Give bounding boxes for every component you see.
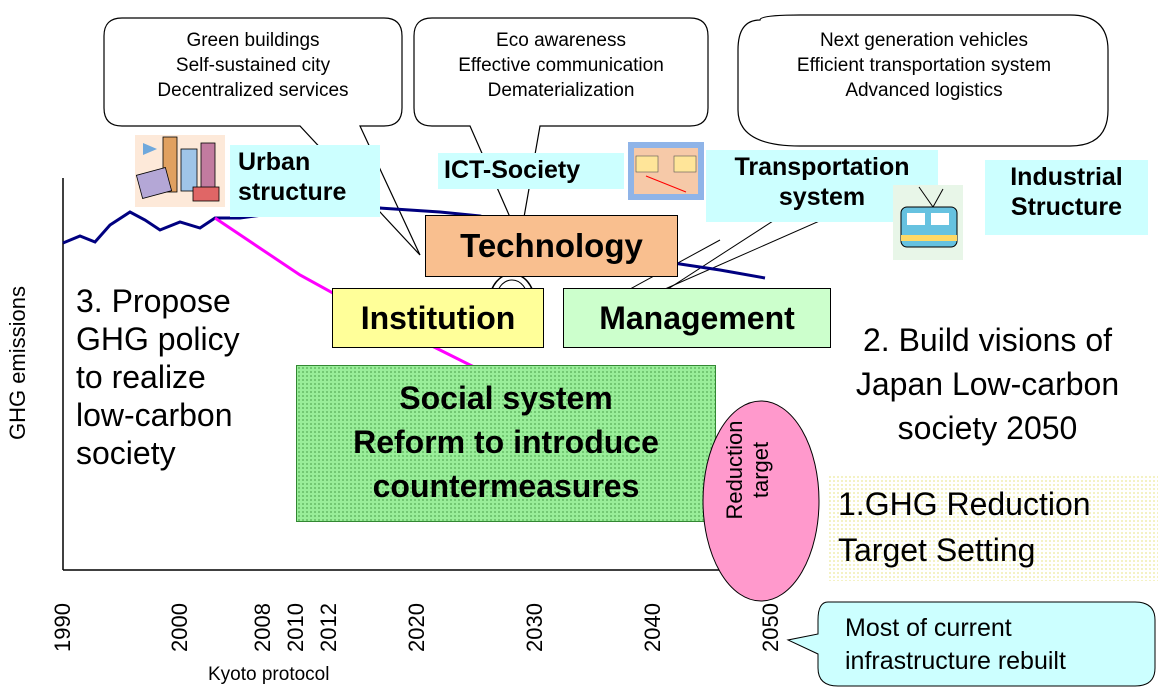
year-tick-2012: 2012 (316, 603, 341, 652)
year-tick-2000: 2000 (167, 603, 192, 652)
step1-line-1: 1.GHG Reduction (838, 486, 1091, 522)
reduction-target-line-2: target (748, 441, 773, 499)
year-tick-2010: 2010 (283, 603, 308, 652)
year-tick-2020: 2020 (404, 603, 429, 652)
bubble-ict: Eco awareness Effective communication De… (414, 28, 708, 103)
bubble-urban-line-3: Decentralized services (157, 80, 349, 101)
step3-line-3: to realize (76, 359, 206, 395)
reduction-target-label: Reduction target (722, 400, 774, 540)
category-industrial-line-1: Industrial (1010, 163, 1123, 191)
step2-text: 2. Build visions of Japan Low-carbon soc… (815, 318, 1160, 450)
category-transport-line-1: Transportation (734, 153, 910, 181)
reduction-target-line-1: Reduction (722, 420, 747, 520)
bubble-ict-line-1: Eco awareness (496, 30, 626, 51)
pillar-institution: Institution (332, 288, 544, 348)
bubble-transport: Next generation vehicles Efficient trans… (740, 28, 1108, 103)
pillar-management: Management (563, 288, 831, 348)
category-ict-label: ICT-Society (444, 156, 581, 184)
y-axis-label: GHG emissions (5, 285, 30, 441)
social-system-box: Social system Reform to introduce counte… (296, 365, 716, 522)
year-tick-1990: 1990 (50, 603, 75, 652)
pillar-technology-label: Technology (460, 227, 643, 264)
step3-line-1: 3. Propose (76, 283, 231, 319)
category-urban-line-2: structure (238, 178, 347, 206)
city-icon (135, 135, 225, 207)
step1-text: 1.GHG Reduction Target Setting (828, 475, 1158, 581)
step3-line-5: society (76, 435, 176, 471)
reduction-target-ellipse (702, 400, 820, 602)
social-box-line-3: countermeasures (372, 468, 640, 504)
year-tick-2040: 2040 (640, 603, 665, 652)
callout-text: Most of current infrastructure rebuilt (845, 612, 1066, 678)
category-industrial-line-2: Structure (1010, 193, 1123, 221)
step3-line-2: GHG policy (76, 321, 240, 357)
pillar-institution-label: Institution (360, 299, 516, 336)
tram-icon (893, 185, 963, 260)
bubble-ict-line-2: Effective communication (458, 55, 664, 76)
category-urban-structure: Urban structure (230, 145, 380, 217)
bubble-ict-line-3: Dematerialization (487, 80, 635, 101)
year-tick-2030: 2030 (522, 603, 547, 652)
pillar-technology: Technology (425, 215, 678, 277)
social-box-line-1: Social system (399, 380, 613, 416)
bubble-urban: Green buildings Self-sustained city Dece… (104, 28, 402, 103)
step3-text: 3. Propose GHG policy to realize low-car… (76, 282, 306, 472)
bubble-transport-shape (737, 14, 1109, 147)
callout-line-2: infrastructure rebuilt (845, 647, 1066, 675)
bubble-urban-shape (103, 17, 421, 256)
category-industrial-structure: Industrial Structure (985, 160, 1148, 235)
step2-line-2: Japan Low-carbon (855, 366, 1120, 402)
callout-shape (786, 601, 1156, 687)
bubble-transport-line-1: Next generation vehicles (819, 30, 1029, 51)
step2-line-1: 2. Build visions of (862, 322, 1112, 358)
step1-line-2: Target Setting (838, 532, 1036, 568)
bubble-transport-line-3: Advanced logistics (845, 80, 1003, 101)
kyoto-protocol-label: Kyoto protocol (208, 664, 330, 685)
social-box-line-2: Reform to introduce (353, 424, 659, 460)
category-transport-line-2: system (778, 183, 866, 211)
step3-line-4: low-carbon (76, 397, 233, 433)
bubble-urban-line-1: Green buildings (186, 30, 320, 51)
category-urban-line-1: Urban (238, 148, 311, 176)
ict-network-icon (628, 142, 704, 200)
callout-line-1: Most of current (845, 614, 1012, 642)
pillar-management-label: Management (599, 299, 795, 336)
step2-line-3: society 2050 (897, 410, 1078, 446)
bubble-urban-line-2: Self-sustained city (175, 55, 331, 76)
year-tick-2008: 2008 (250, 603, 275, 652)
category-ict-society: ICT-Society (438, 153, 624, 189)
bubble-transport-line-2: Efficient transportation system (796, 55, 1052, 76)
